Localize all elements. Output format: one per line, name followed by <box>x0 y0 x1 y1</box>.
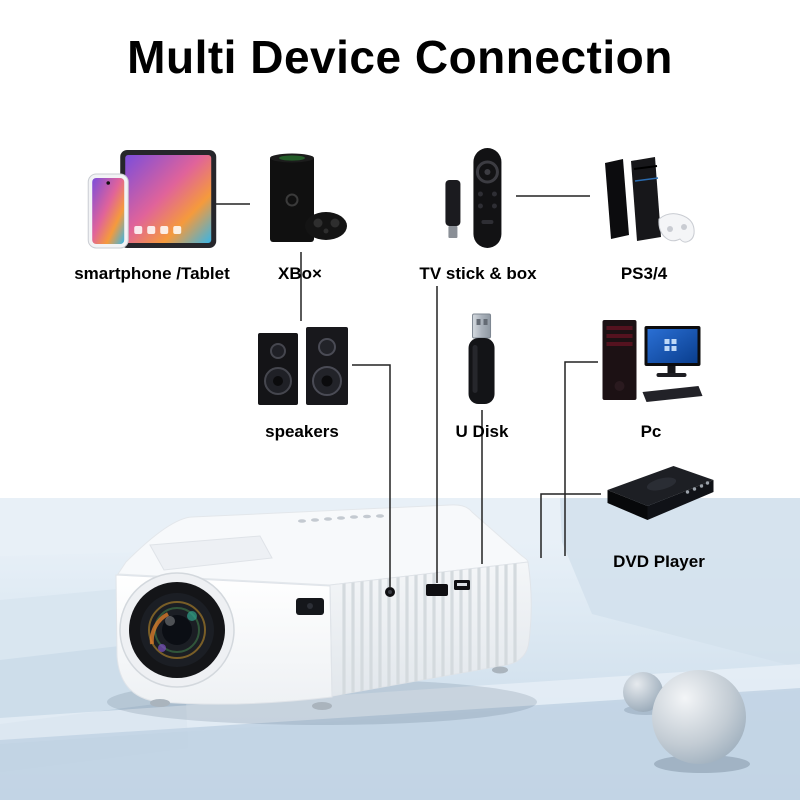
device-label-pc: Pc <box>640 422 662 441</box>
sphere-large <box>652 670 746 764</box>
connection-line-pc <box>564 361 598 556</box>
device-xbox: XBo× <box>250 146 350 284</box>
playstation-console-icon <box>589 146 699 250</box>
xbox-console-icon <box>270 153 347 242</box>
smartphone-tablet-icon <box>84 146 219 250</box>
dvd-player-icon <box>607 466 714 520</box>
device-label-ps: PS3/4 <box>620 264 668 283</box>
projector-feet <box>150 666 508 710</box>
device-label-dvd: DVD PIayer <box>613 552 705 571</box>
tv-stick-icon <box>435 146 520 250</box>
connection-line-dvd <box>540 493 601 558</box>
speakers-icon <box>258 327 348 405</box>
connection-line-speakers <box>352 364 391 588</box>
playstation-console-icon <box>605 157 695 243</box>
device-label-tv-stick: TV stick & box <box>419 264 537 283</box>
device-label-speakers: speakers <box>265 422 339 441</box>
projector-top-recess <box>149 535 273 571</box>
connection-lines <box>214 195 601 588</box>
page-title: Multi Device Connection <box>127 31 673 83</box>
device-label-xbox: XBo× <box>278 264 322 283</box>
device-ps: PS3/4 <box>589 146 699 284</box>
sphere-small <box>623 672 663 712</box>
decor-spheres <box>623 670 750 773</box>
device-pc: Pc <box>599 312 704 442</box>
desktop-pc-icon <box>602 320 703 402</box>
desktop-pc-icon <box>599 312 704 408</box>
device-tv-stick: TV stick & box <box>419 146 537 284</box>
projector-image <box>107 504 537 725</box>
projector-top-vents <box>298 514 384 523</box>
xbox-console-icon <box>250 146 350 250</box>
speakers-icon <box>252 312 352 408</box>
usb-flash-drive-icon <box>468 313 495 404</box>
usb-flash-drive-icon <box>462 312 502 408</box>
projector-ports <box>385 580 470 597</box>
device-dvd: DVD PIayer <box>602 450 717 572</box>
dvd-player-icon <box>602 450 717 538</box>
device-speakers: speakers <box>252 312 352 442</box>
projector-lens <box>119 572 235 688</box>
device-label-smartphone-tablet: smartphone /Tablet <box>74 264 230 283</box>
smartphone-tablet-icon <box>87 150 217 249</box>
hdmi-port <box>426 584 448 596</box>
tv-stick-icon <box>445 148 502 248</box>
device-u-disk: U Disk <box>455 312 509 442</box>
device-label-u-disk: U Disk <box>455 422 509 441</box>
device-smartphone-tablet: smartphone /Tablet <box>74 146 230 284</box>
